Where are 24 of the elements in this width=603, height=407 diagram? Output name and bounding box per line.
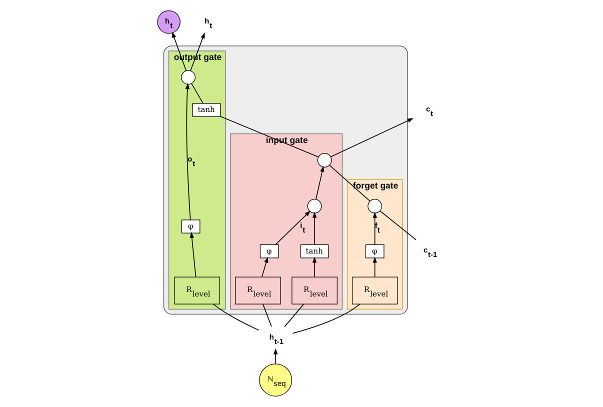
node-circle [367, 198, 382, 214]
node-circle [180, 70, 196, 85]
arrow [372, 212, 376, 245]
connector [190, 83, 203, 104]
connector [328, 164, 370, 202]
arrow [274, 210, 310, 245]
arrow [184, 83, 190, 220]
arrow [189, 232, 196, 278]
arrow [190, 32, 204, 72]
arrow [273, 348, 278, 364]
connector [212, 304, 259, 330]
connector [219, 116, 318, 158]
node-circle [306, 198, 322, 214]
connector [284, 304, 304, 328]
arrow [172, 32, 186, 72]
arrow [312, 212, 316, 245]
arrow [261, 256, 268, 278]
connector [262, 304, 272, 328]
node-circle [316, 153, 332, 168]
arrow [372, 256, 376, 278]
arrow [312, 256, 316, 278]
connector [292, 304, 360, 334]
arrow [330, 118, 414, 158]
arrow [315, 166, 324, 200]
